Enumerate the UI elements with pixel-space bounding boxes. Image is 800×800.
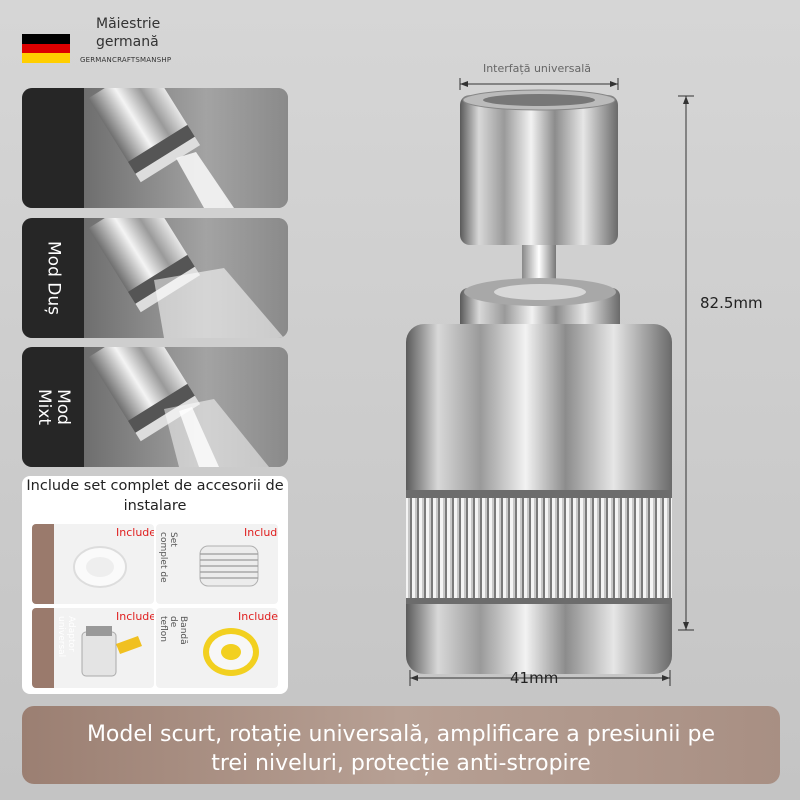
mode-image-mixed — [84, 347, 288, 467]
accessory-universal-adapter: Adaptor universal Include — [32, 608, 154, 688]
german-flag-icon — [22, 34, 70, 63]
faucet-mixed-illustration — [88, 347, 269, 467]
mode-card-mixed: Mod Mixt — [22, 347, 288, 467]
banner-text: Model scurt, rotație universală, amplifi… — [22, 720, 780, 778]
feature-banner: Model scurt, rotație universală, amplifi… — [22, 706, 780, 784]
faucet-shower-illustration — [88, 218, 284, 338]
accessory-teflon-tape: Bandă de teflon Include — [156, 608, 278, 688]
accessory-complete-set: Set complet de Include — [156, 524, 278, 604]
mode-image-spray — [84, 88, 288, 208]
faucet-spray-illustration — [88, 88, 234, 208]
thread-adapter-icon — [199, 545, 259, 587]
brand-title-line2: germană — [96, 34, 159, 50]
accessory-washer: Include — [32, 524, 154, 604]
aerator-product-illustration — [406, 78, 694, 686]
adapter-wrench-icon — [81, 626, 142, 677]
accessories-panel: Include set complet de accesorii de inst… — [22, 476, 288, 694]
brand-subtitle: GERMANCRAFTSMANSHP — [80, 56, 172, 64]
banner-line1: Model scurt, rotație universală, amplifi… — [86, 722, 716, 747]
mode-side-panel: Mod Mixt — [22, 347, 84, 467]
accessory-tab — [32, 524, 54, 604]
mode-side-panel: Mod Duș — [22, 218, 84, 338]
width-dimension-label: 41mm — [510, 669, 559, 687]
mode-label-mixed: Mod Mixt — [34, 388, 73, 426]
accessory-label: Adaptor universal — [56, 616, 76, 658]
mode-card-shower: Mod Duș — [22, 218, 288, 338]
mode-card-spray — [22, 88, 288, 208]
brand-title-line1: Măiestrie — [96, 16, 161, 32]
teflon-tape-roll-icon — [203, 628, 259, 676]
brand-block: Măiestrie germană GERMANCRAFTSMANSHP — [22, 14, 222, 74]
accessory-tab — [32, 608, 54, 688]
mode-image-shower — [84, 218, 288, 338]
include-badge: Include — [116, 610, 154, 623]
accessories-title: Include set complet de accesorii de inst… — [26, 478, 284, 514]
mode-label-shower: Mod Duș — [43, 241, 64, 315]
knurled-grip — [406, 496, 672, 600]
interface-label: Interfață universală — [482, 62, 592, 75]
accessory-label: Set complet de — [158, 532, 178, 583]
banner-line2: trei niveluri, protecție anti-stropire — [211, 751, 591, 776]
washer-ring-icon — [73, 546, 127, 588]
include-badge: Include — [116, 526, 154, 539]
include-badge: Include — [238, 610, 278, 623]
top-cap — [460, 95, 618, 245]
mode-side-panel — [22, 88, 84, 208]
height-dimension-label: 82.5mm — [700, 294, 763, 312]
include-badge: Include — [244, 526, 278, 539]
accessory-label: Bandă de teflon — [158, 616, 188, 645]
